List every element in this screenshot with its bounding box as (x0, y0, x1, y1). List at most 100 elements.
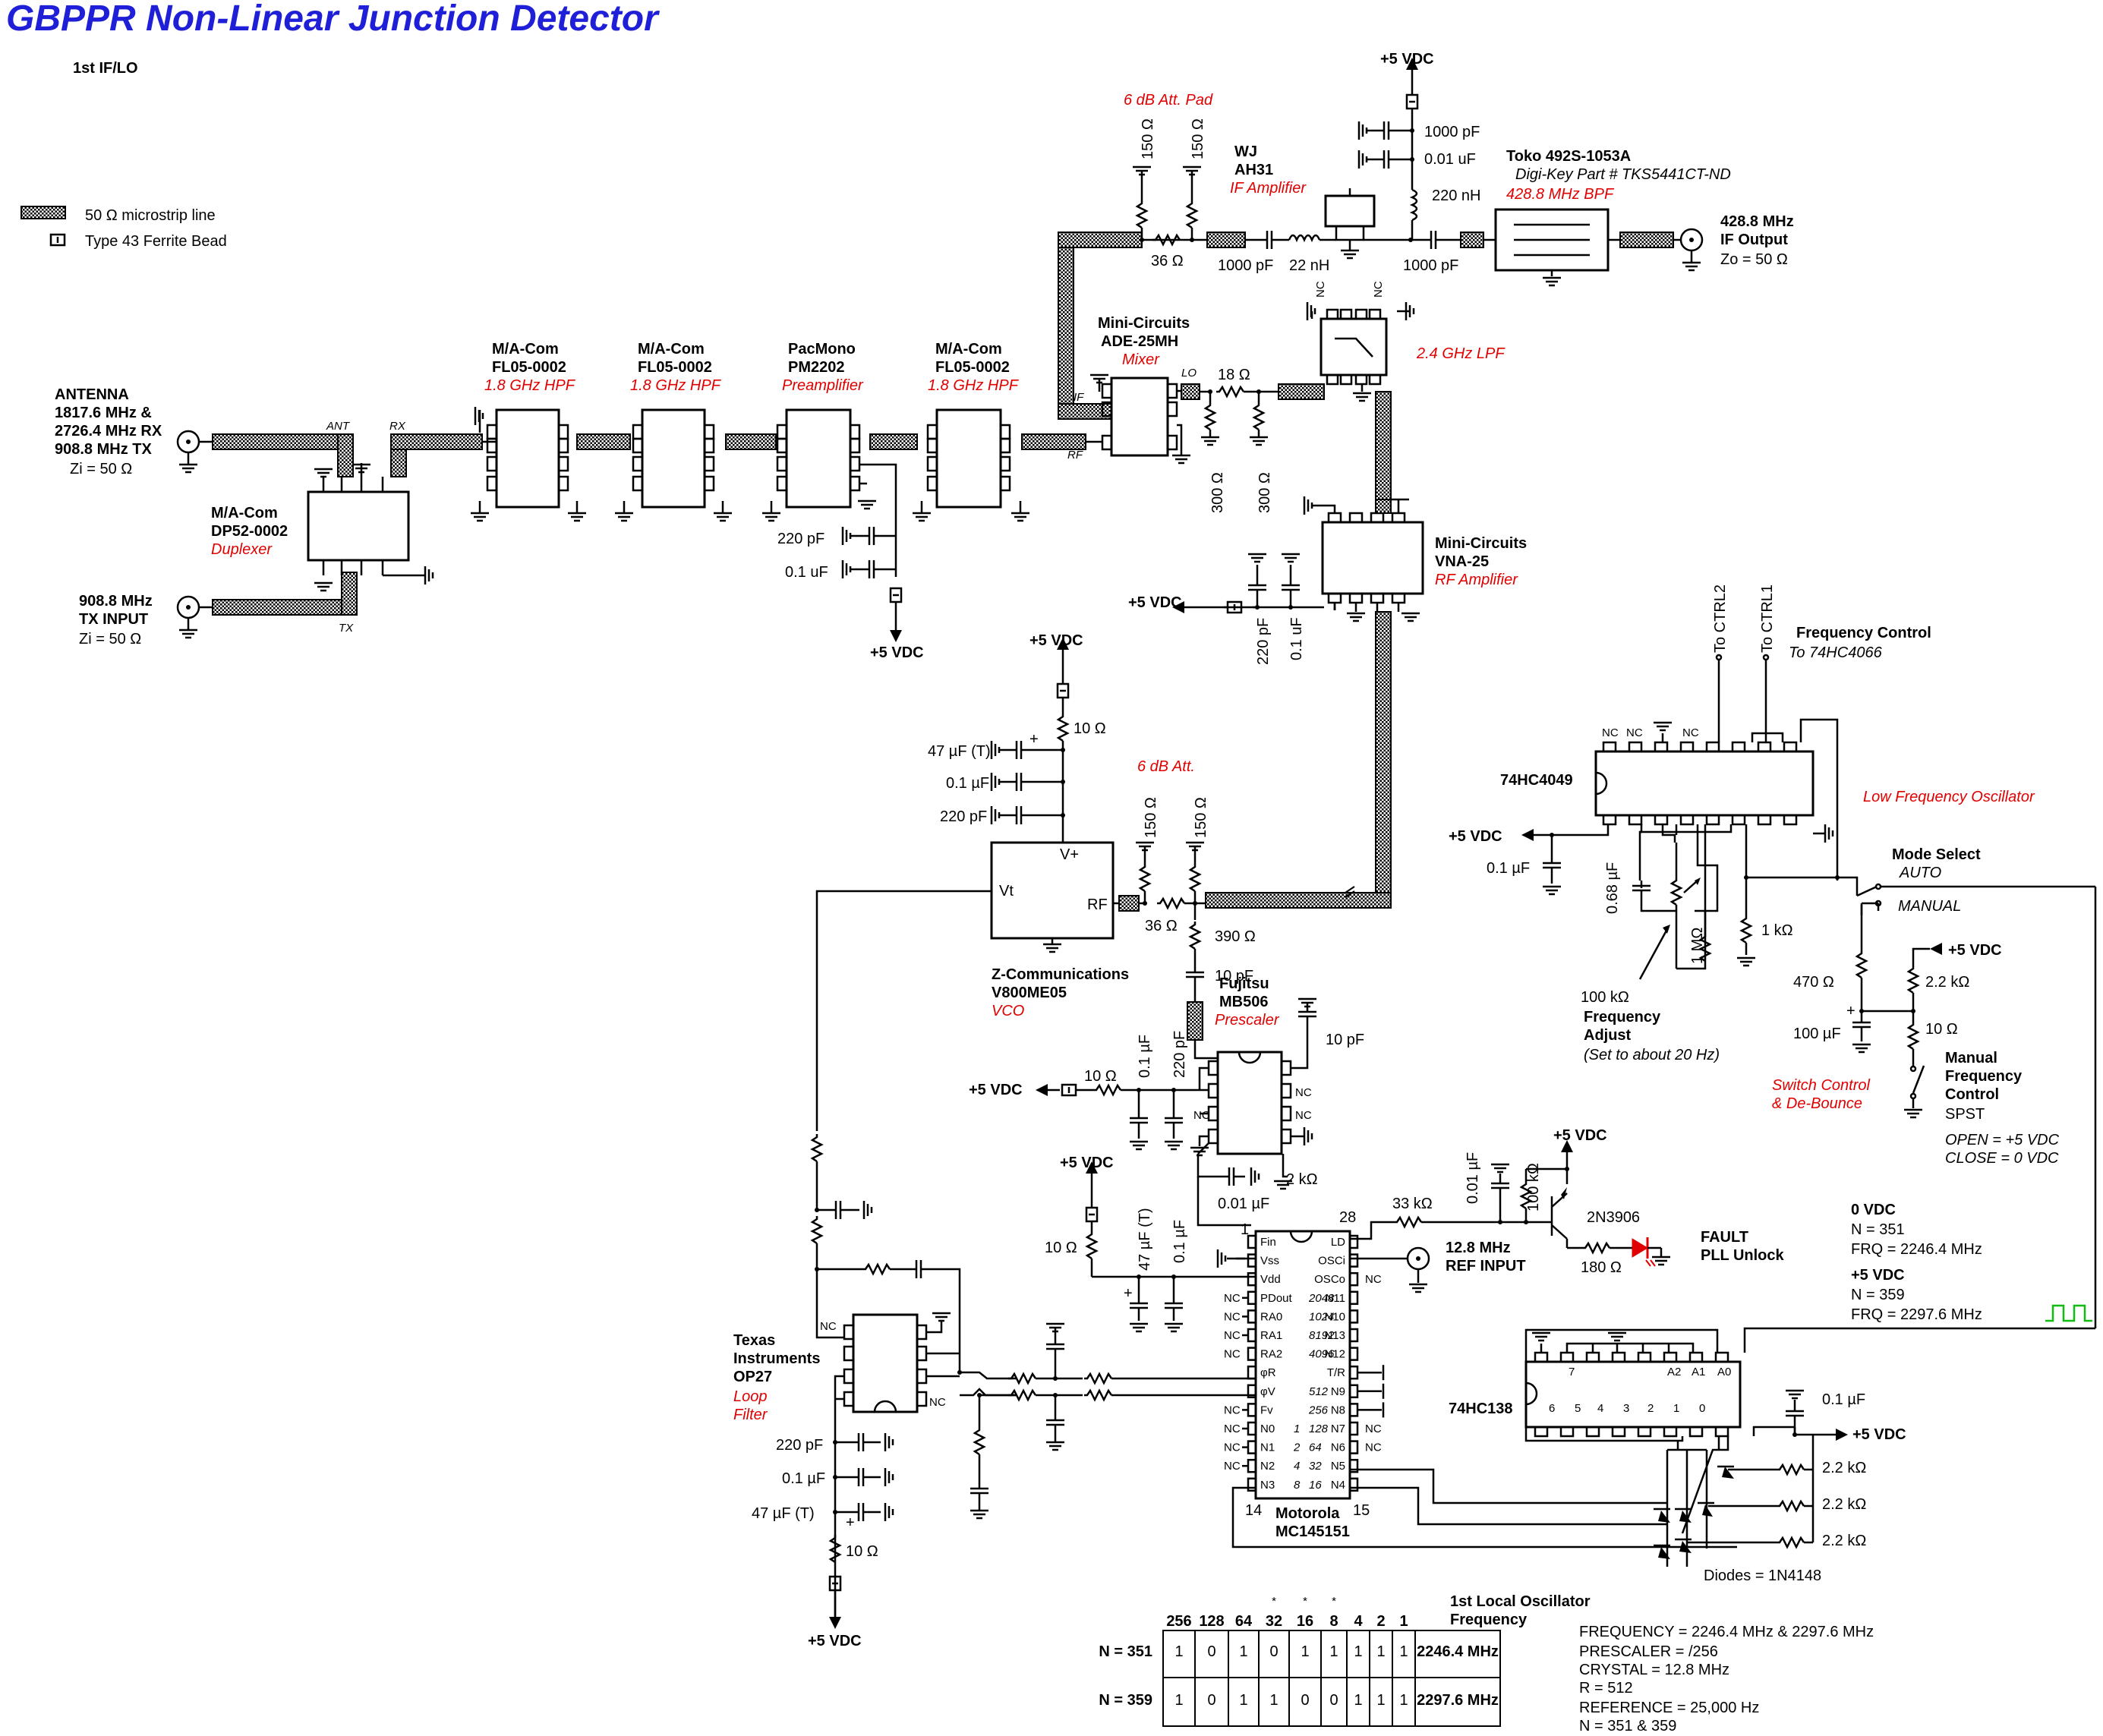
legend-ferrite: Type 43 Ferrite Bead (85, 233, 227, 250)
table-cell: 1 (1376, 1692, 1385, 1709)
svg-text:0.1 uF: 0.1 uF (785, 564, 828, 581)
svg-text:NC: NC (820, 1320, 837, 1333)
pll-nc-label: NC (1365, 1423, 1382, 1435)
table-bit-header: 4 (1354, 1613, 1363, 1630)
pll-nc-label: NC (1224, 1404, 1241, 1416)
pll-pin-left: φV (1260, 1385, 1275, 1398)
svg-text:28: 28 (1339, 1209, 1356, 1226)
table-row-label: N = 359 (1099, 1692, 1152, 1709)
table-cell: 1 (1239, 1643, 1247, 1660)
svg-text:A1: A1 (1692, 1366, 1705, 1378)
table-frequency: 2246.4 MHz (1417, 1643, 1499, 1660)
svg-text:+5 VDC: +5 VDC (1060, 1155, 1114, 1171)
pll-pin-right: T/R (1327, 1366, 1345, 1379)
svg-text:FL05-0002: FL05-0002 (935, 359, 1010, 376)
svg-text:0.1 µF: 0.1 µF (946, 775, 989, 792)
svg-text:Frequency Control: Frequency Control (1796, 625, 1931, 641)
svg-text:10 Ω: 10 Ω (846, 1543, 878, 1560)
table-cell: 1 (1174, 1643, 1183, 1660)
svg-text:Switch Control: Switch Control (1772, 1077, 1870, 1094)
svg-text:REF INPUT: REF INPUT (1446, 1258, 1526, 1274)
table-bit-header: 256 (1166, 1613, 1191, 1630)
svg-text:100 kΩ: 100 kΩ (1525, 1163, 1542, 1211)
svg-text:2726.4 MHz RX: 2726.4 MHz RX (55, 423, 162, 440)
state-text: 0 VDC N = 351 FRQ = 2246.4 MHz +5 VDC N … (1851, 1202, 1982, 1323)
svg-text:0.1 µF: 0.1 µF (1822, 1391, 1865, 1408)
svg-text:NC: NC (1682, 726, 1699, 739)
pll-chip (1254, 1230, 1351, 1500)
svg-text:2 kΩ: 2 kΩ (1286, 1171, 1318, 1188)
svg-text:47 µF (T): 47 µF (T) (928, 743, 991, 760)
pll-nc-label: NC (1224, 1310, 1241, 1323)
svg-text:908.8 MHz TX: 908.8 MHz TX (55, 441, 152, 458)
table-star: * (1272, 1595, 1276, 1608)
svg-text:+: + (1846, 1003, 1855, 1019)
svg-text:908.8 MHz: 908.8 MHz (79, 593, 153, 610)
vco-label: Z-Communications V800ME05 VCO (992, 966, 1129, 1019)
svg-text:FAULT: FAULT (1701, 1229, 1748, 1246)
pll-pin-left: N3 (1260, 1479, 1275, 1492)
pll-nc-label: NC (1224, 1292, 1241, 1305)
svg-text:FRQ = 2246.4 MHz: FRQ = 2246.4 MHz (1851, 1241, 1982, 1258)
svg-text:7: 7 (1569, 1366, 1575, 1378)
notes: FREQUENCY = 2246.4 MHz & 2297.6 MHz PRES… (1579, 1624, 1874, 1734)
svg-text:0.1 uF: 0.1 uF (1288, 617, 1305, 660)
preamp-label: PacMono PM2202 Preamplifier (782, 341, 864, 394)
svg-text:Frequency: Frequency (1584, 1009, 1661, 1026)
pll-nc-label: NC (1224, 1329, 1241, 1342)
svg-text:AH31: AH31 (1234, 162, 1273, 178)
svg-text:1000 pF: 1000 pF (1403, 257, 1458, 274)
svg-text:Mini-Circuits: Mini-Circuits (1435, 535, 1527, 552)
svg-text:+5 VDC: +5 VDC (1029, 632, 1083, 649)
svg-text:Mixer: Mixer (1122, 351, 1160, 368)
svg-text:1.8 GHz HPF: 1.8 GHz HPF (484, 377, 576, 394)
svg-text:Mode Select: Mode Select (1892, 846, 1981, 863)
pll-pin-left: Fin (1260, 1236, 1276, 1249)
svg-text:1st Local Oscillator: 1st Local Oscillator (1450, 1593, 1591, 1610)
svg-text:0.1 µF: 0.1 µF (1137, 1035, 1153, 1078)
svg-text:18 Ω: 18 Ω (1218, 367, 1250, 383)
svg-text:M/A-Com: M/A-Com (492, 341, 559, 358)
if-amp-chip (1324, 194, 1376, 228)
pll-pin-right: N9 (1331, 1385, 1345, 1398)
table-row-label: N = 351 (1099, 1643, 1152, 1660)
pll-pin-weight: 16 (1309, 1479, 1322, 1492)
svg-text:FRQ = 2297.6 MHz: FRQ = 2297.6 MHz (1851, 1306, 1982, 1323)
pll-pin-weight: 1024 (1309, 1310, 1334, 1323)
svg-text:1 kΩ: 1 kΩ (1761, 922, 1793, 939)
pad-if-label: 6 dB Att. Pad (1124, 92, 1213, 109)
svg-text:10 Ω: 10 Ω (1074, 720, 1106, 737)
lpf-label: 2.4 GHz LPF (1416, 345, 1506, 362)
svg-text:220 nH: 220 nH (1432, 187, 1481, 204)
svg-text:2.2 kΩ: 2.2 kΩ (1822, 1533, 1866, 1549)
svg-text:IF Amplifier: IF Amplifier (1230, 180, 1307, 197)
table-cell: 1 (1399, 1643, 1408, 1660)
table-bit-header: 8 (1329, 1613, 1338, 1630)
pll-pin-left: φR (1260, 1366, 1276, 1379)
duplexer-label: M/A-Com DP52-0002 Duplexer (211, 505, 288, 558)
table-bit-header: 32 (1266, 1613, 1282, 1630)
duplexer-chip (307, 490, 410, 562)
svg-text:100 µF: 100 µF (1793, 1026, 1841, 1042)
svg-text:428.8 MHz BPF: 428.8 MHz BPF (1506, 186, 1615, 203)
svg-text:0.68 µF: 0.68 µF (1604, 862, 1621, 914)
svg-text:10 pF: 10 pF (1326, 1032, 1364, 1048)
pll-pin-right: N13 (1324, 1329, 1345, 1342)
table-cell: 1 (1354, 1643, 1362, 1660)
svg-text:V800ME05: V800ME05 (992, 985, 1067, 1001)
antenna-connector (176, 430, 200, 454)
pll-pin-right: N10 (1324, 1310, 1345, 1323)
svg-text:Z-Communications: Z-Communications (992, 966, 1129, 983)
pll-pin-weight: 4 (1294, 1460, 1300, 1473)
pll-nc-label: NC (1224, 1348, 1241, 1361)
svg-text:74HC4049: 74HC4049 (1500, 772, 1573, 789)
svg-text:+: + (1029, 731, 1039, 748)
hpf2-label: M/A-Com FL05-0002 1.8 GHz HPF (630, 341, 722, 394)
table-star: * (1303, 1595, 1307, 1608)
svg-text:Duplexer: Duplexer (211, 541, 273, 558)
svg-text:PacMono: PacMono (788, 341, 856, 358)
prescaler-chip (1216, 1051, 1283, 1155)
pll-pin-left: N1 (1260, 1441, 1275, 1454)
svg-text:1: 1 (1241, 1221, 1249, 1238)
svg-text:1.8 GHz HPF: 1.8 GHz HPF (928, 377, 1020, 394)
